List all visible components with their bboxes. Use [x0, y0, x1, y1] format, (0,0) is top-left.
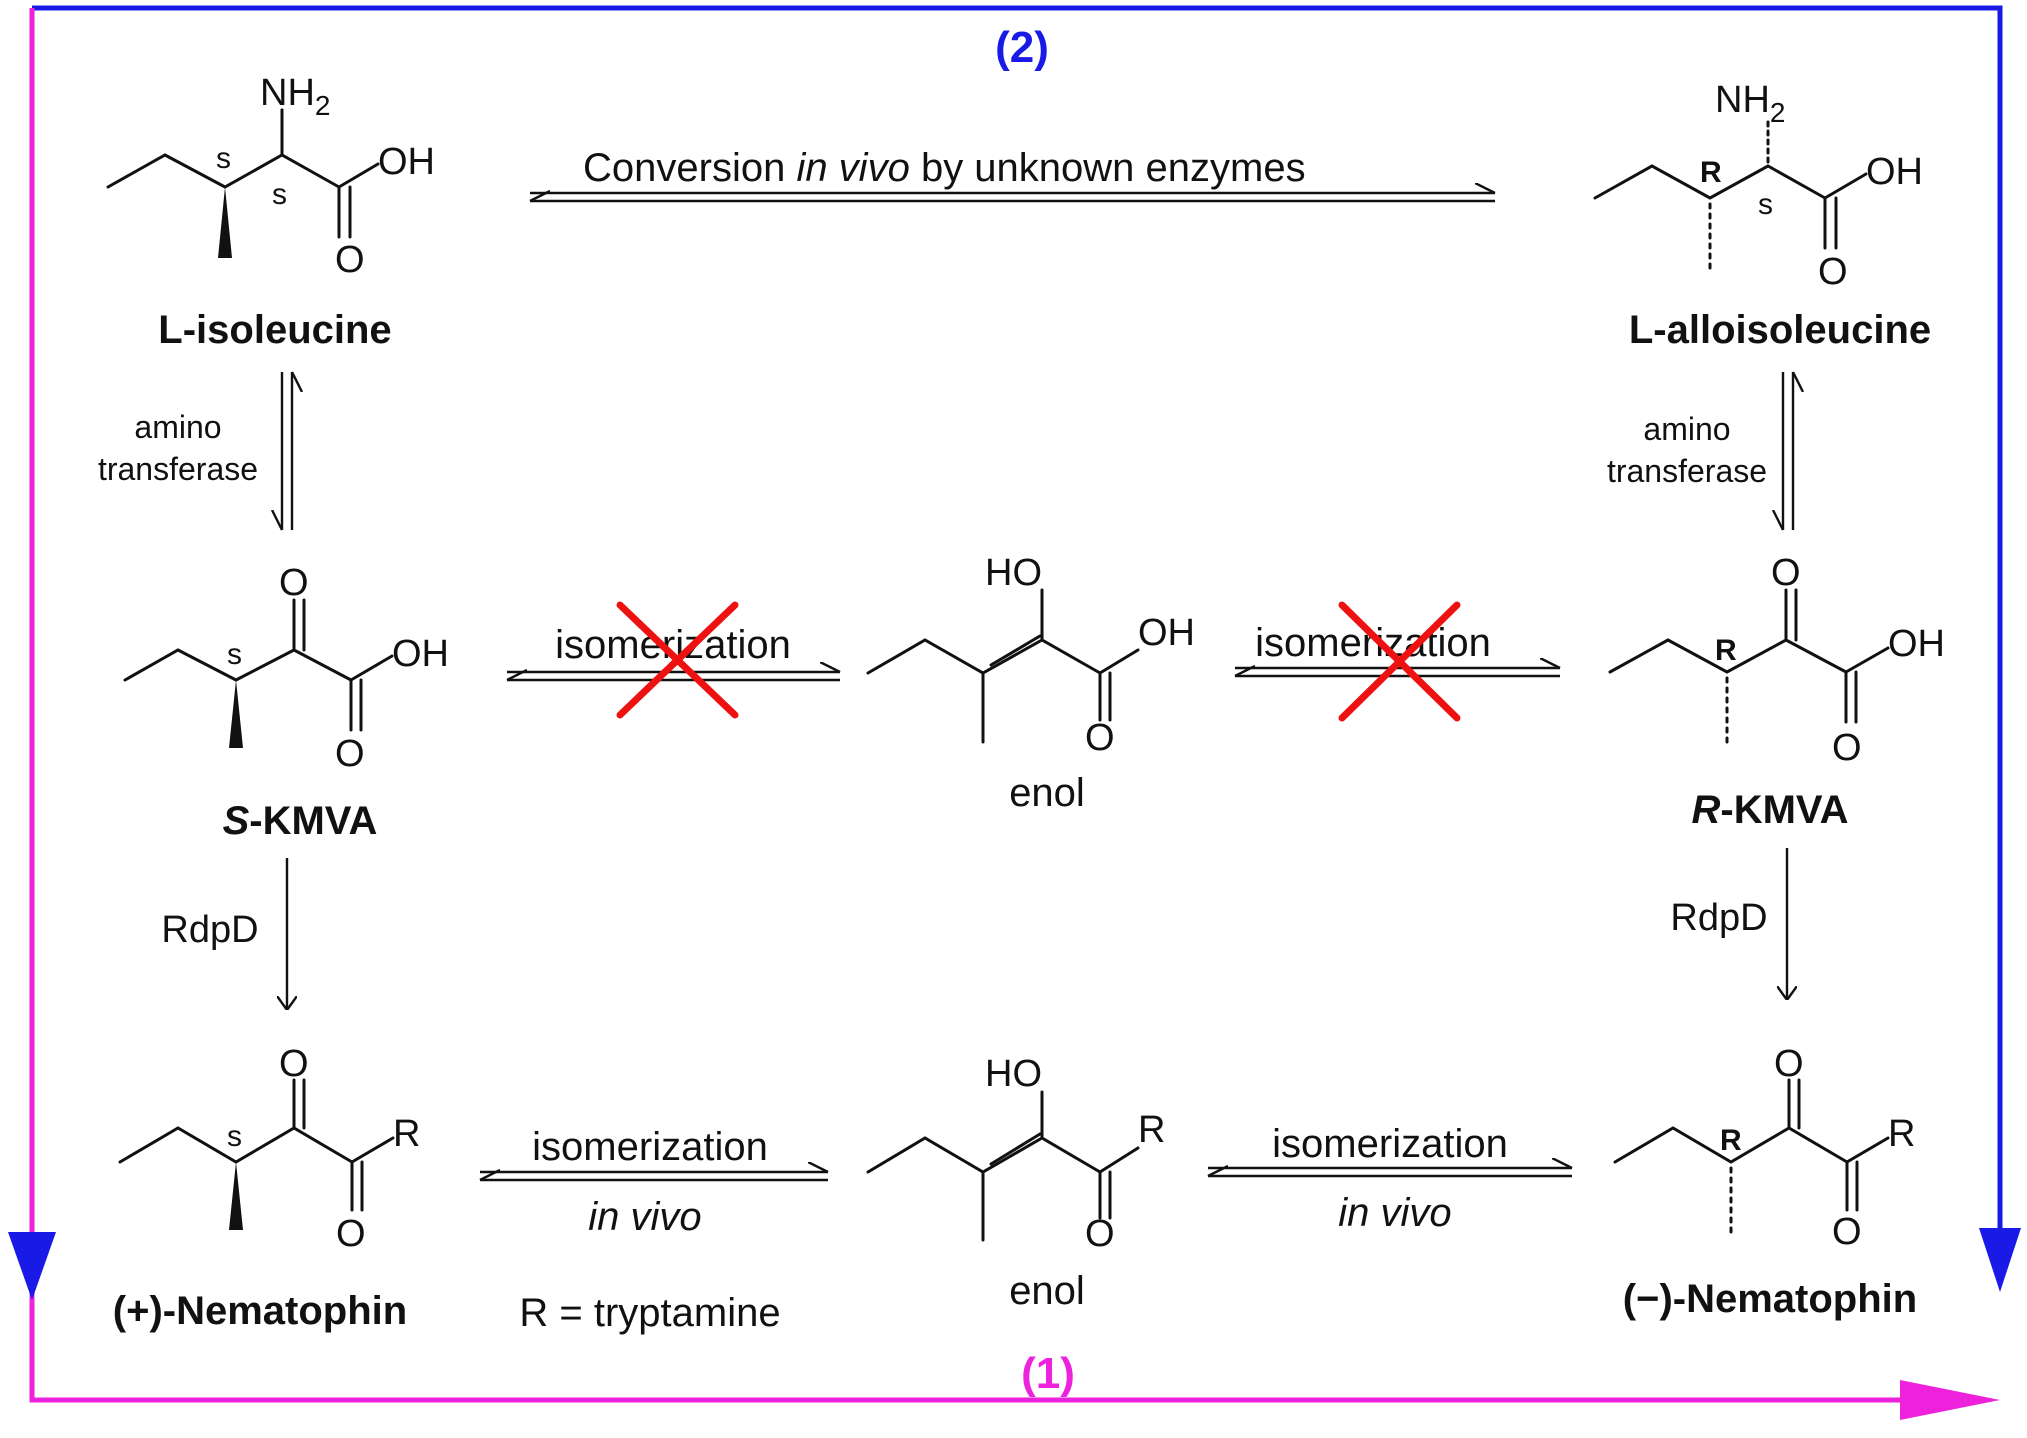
s-kmva-oh: OH	[392, 633, 449, 675]
l-isoleucine-stereo-s2: s	[272, 178, 287, 211]
l-alloisoleucine-name: L-alloisoleucine	[1629, 308, 1931, 352]
pathway-2-left-head	[8, 1232, 56, 1300]
isomerization-bottom-right-label: isomerization	[1272, 1122, 1508, 1166]
isomerization-bottom-left-label: isomerization	[532, 1125, 768, 1169]
s-kmva-o2: O	[335, 733, 365, 775]
s-kmva-stereo-s: s	[227, 638, 242, 671]
plus-nematophin-r: R	[393, 1113, 420, 1155]
plus-nematophin-name: (+)-Nematophin	[113, 1289, 407, 1333]
l-alloisoleucine-stereo-s: s	[1758, 188, 1773, 221]
pathway-2-arrow	[32, 5, 2021, 1292]
r-kmva-o1: O	[1771, 552, 1801, 594]
footnote-r-definition: R = tryptamine	[519, 1291, 780, 1335]
plus-nematophin-stereo-s: s	[227, 1120, 242, 1153]
top-conversion-arrow	[530, 193, 1495, 203]
enol-top-o: O	[1085, 717, 1115, 759]
l-isoleucine-stereo-s1: s	[216, 142, 231, 175]
right-transferase-arrow	[1783, 372, 1793, 530]
r-kmva-o2: O	[1832, 727, 1862, 769]
blocked-cross-right	[1338, 601, 1461, 722]
enol-top-oh: OH	[1138, 612, 1195, 654]
pathway-1-label: (1)	[1021, 1349, 1075, 1398]
left-transferase-line1: amino	[134, 409, 221, 445]
l-isoleucine-structure: NH2 OH O s s	[106, 72, 435, 281]
s-kmva-name: S-KMVA	[223, 799, 378, 843]
isomerization-top-left-arrow	[507, 672, 840, 682]
l-alloisoleucine-structure: NH2 OH O R s	[1593, 79, 1923, 293]
l-isoleucine-oh: OH	[378, 141, 435, 183]
l-isoleucine-name: L-isoleucine	[158, 308, 391, 352]
plus-nematophin-o2: O	[336, 1213, 366, 1255]
enol-top-structure: HO OH O	[866, 552, 1195, 759]
isomerization-bottom-left-sub: in vivo	[588, 1195, 701, 1239]
r-kmva-oh: OH	[1888, 623, 1945, 665]
l-alloisoleucine-stereo-r: R	[1700, 156, 1722, 189]
s-kmva-structure: O OH O s	[123, 562, 449, 775]
enol-bottom-r: R	[1138, 1109, 1165, 1151]
minus-nematophin-name: (−)-Nematophin	[1623, 1277, 1917, 1321]
enol-bottom-o: O	[1085, 1213, 1115, 1255]
enol-top-name: enol	[1009, 771, 1085, 815]
l-alloisoleucine-o: O	[1818, 251, 1848, 293]
left-transferase-line2: transferase	[98, 451, 258, 487]
blocked-cross-left	[616, 601, 739, 719]
isomerization-top-right-arrow	[1235, 668, 1560, 678]
pathway-2-label: (2)	[995, 23, 1049, 72]
enol-top-ho: HO	[985, 552, 1042, 594]
l-alloisoleucine-oh: OH	[1866, 151, 1923, 193]
isomerization-bottom-right-arrow	[1208, 1168, 1572, 1178]
l-isoleucine-o: O	[335, 239, 365, 281]
minus-nematophin-o1: O	[1774, 1043, 1804, 1085]
enol-bottom-name: enol	[1009, 1269, 1085, 1313]
l-isoleucine-nh2: NH2	[260, 72, 330, 121]
left-transferase-arrow	[282, 372, 292, 530]
r-kmva-stereo-r: R	[1715, 634, 1737, 667]
isomerization-bottom-left-arrow	[480, 1172, 828, 1182]
plus-nematophin-o1: O	[279, 1043, 309, 1085]
r-kmva-name: R-KMVA	[1691, 788, 1848, 832]
right-transferase-line1: amino	[1643, 411, 1730, 447]
top-conversion-label: Conversion in vivo by unknown enzymes	[583, 146, 1306, 190]
minus-nematophin-structure: O R O R	[1613, 1043, 1915, 1253]
s-kmva-o1: O	[279, 562, 309, 604]
isomerization-top-right-label: isomerization	[1255, 621, 1491, 665]
rdpd-left-label: RdpD	[161, 909, 258, 951]
right-transferase-line2: transferase	[1607, 453, 1767, 489]
minus-nematophin-o2: O	[1832, 1211, 1862, 1253]
minus-nematophin-stereo-r: R	[1720, 1124, 1742, 1157]
rdpd-right-label: RdpD	[1670, 897, 1767, 939]
isomerization-bottom-right-sub: in vivo	[1338, 1191, 1451, 1235]
enol-bottom-ho: HO	[985, 1053, 1042, 1095]
r-kmva-structure: O OH O R	[1608, 552, 1945, 769]
minus-nematophin-r: R	[1888, 1113, 1915, 1155]
enol-bottom-structure: HO R O	[866, 1053, 1165, 1255]
plus-nematophin-structure: O R O s	[118, 1043, 420, 1255]
pathway-1-arrow	[29, 8, 2000, 1420]
l-alloisoleucine-nh2: NH2	[1715, 79, 1785, 128]
